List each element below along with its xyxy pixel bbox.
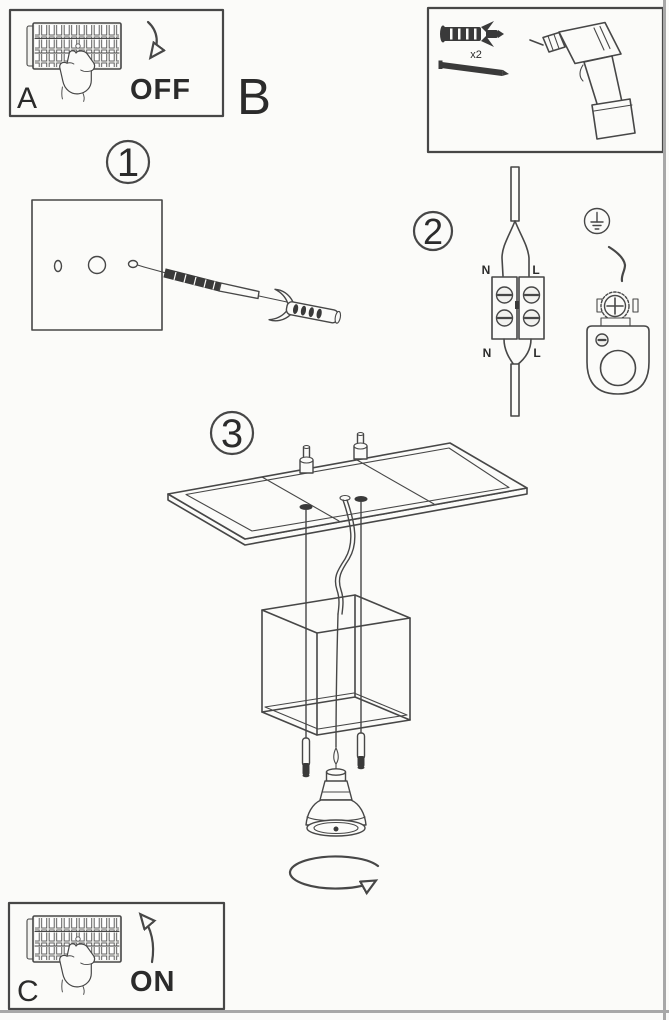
step-1-number: 1 (117, 141, 139, 185)
wire-label-n-top: N (482, 263, 491, 277)
fixing-screw-icon (356, 732, 366, 770)
mounting-stud-icon (299, 444, 314, 474)
step-3-number: 3 (221, 412, 243, 456)
plate-screw-hole (127, 259, 145, 269)
lamp-wire (334, 494, 356, 748)
off-label: OFF (130, 74, 191, 106)
rotate-arrow-icon (288, 855, 380, 889)
wall-anchor-icon (268, 288, 342, 324)
terminal-block (491, 276, 545, 340)
step-2: 2 N L N L (412, 166, 650, 417)
lamp-cube (261, 594, 411, 736)
plate-center-hole (87, 255, 107, 275)
ground-terminal-icon (586, 291, 650, 395)
fixing-screw-icon (301, 737, 311, 778)
wire-label-l-top: L (532, 263, 539, 277)
wire-label-n-bottom: N (483, 346, 492, 360)
wall-plate (31, 199, 163, 331)
ground-wire (607, 245, 627, 283)
leader-line (258, 295, 288, 303)
step-3-badge (209, 410, 255, 456)
arrow-down-icon (146, 20, 157, 57)
panel-a-border (8, 8, 225, 118)
panel-a-label: A (17, 82, 37, 115)
step-2-badge (412, 210, 454, 252)
leader-line (143, 266, 167, 274)
screw-head (354, 496, 368, 502)
ground-symbol-icon (583, 207, 611, 235)
power-on-panel: ON C (7, 901, 226, 1011)
mounting-screw-icon (163, 268, 260, 300)
gu10-bulb-icon (305, 747, 367, 837)
fixture-cable (503, 338, 532, 417)
panel-c-border (7, 901, 226, 1011)
screw-head (299, 504, 313, 510)
section-b-label: B (237, 68, 271, 125)
power-off-panel: OFF A (8, 8, 225, 118)
anchor-quantity-label: x2 (470, 49, 482, 61)
panel-c-label: C (17, 975, 39, 1008)
screw-icon (438, 60, 509, 76)
arrow-up-icon (141, 915, 153, 964)
on-label: ON (130, 966, 176, 998)
ceiling-plate (167, 442, 528, 546)
mounting-stud-icon (353, 431, 368, 460)
step-2-number: 2 (423, 211, 443, 252)
supply-cable (501, 166, 530, 277)
wire-label-l-bottom: L (533, 346, 540, 360)
wall-plug-icon (440, 21, 504, 47)
step-3: 3 (167, 410, 528, 889)
plate-slot-hole (53, 259, 63, 273)
drill-icon (529, 21, 636, 140)
step-1-badge (105, 139, 151, 185)
step-1: 1 (31, 139, 342, 331)
parts-box: x2 (426, 6, 665, 154)
